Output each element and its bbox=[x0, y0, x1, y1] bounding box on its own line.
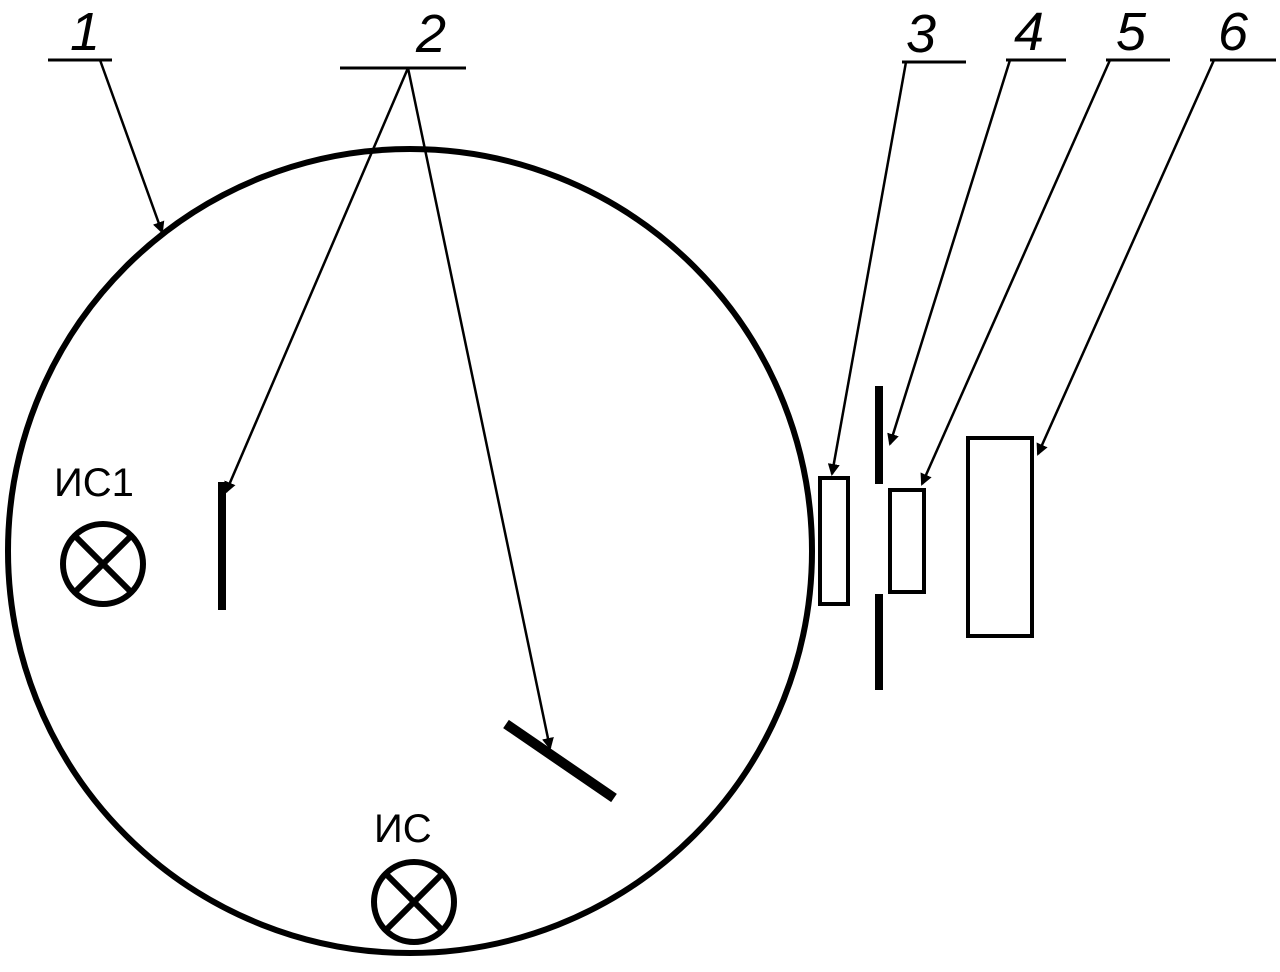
element-5-filter bbox=[888, 488, 926, 594]
crossed-circle-lamp-icon bbox=[60, 521, 146, 607]
element-3-port-window bbox=[818, 476, 850, 606]
integrating-sphere bbox=[5, 146, 815, 956]
leader-arrow-2a bbox=[224, 67, 410, 494]
label-5: 5 bbox=[1116, 2, 1147, 62]
leader-arrow-5 bbox=[920, 59, 1112, 486]
leader-arrow-6 bbox=[1036, 59, 1216, 456]
baffle-diagonal bbox=[503, 719, 617, 803]
crossed-circle-lamp-icon bbox=[371, 859, 457, 945]
leader-arrow-1 bbox=[98, 59, 165, 234]
leader-arrow-4 bbox=[887, 59, 1012, 446]
label-6: 6 bbox=[1218, 2, 1249, 62]
label-1: 1 bbox=[70, 2, 100, 62]
label-2: 2 bbox=[415, 4, 446, 64]
leader-arrow-2b bbox=[406, 67, 554, 750]
source-1-label: ИС1 bbox=[54, 461, 134, 505]
element-6-detector bbox=[966, 436, 1034, 638]
label-3: 3 bbox=[906, 4, 936, 64]
label-4: 4 bbox=[1014, 2, 1044, 62]
leader-arrow-3 bbox=[827, 61, 908, 476]
source-main-label: ИС bbox=[374, 807, 432, 851]
